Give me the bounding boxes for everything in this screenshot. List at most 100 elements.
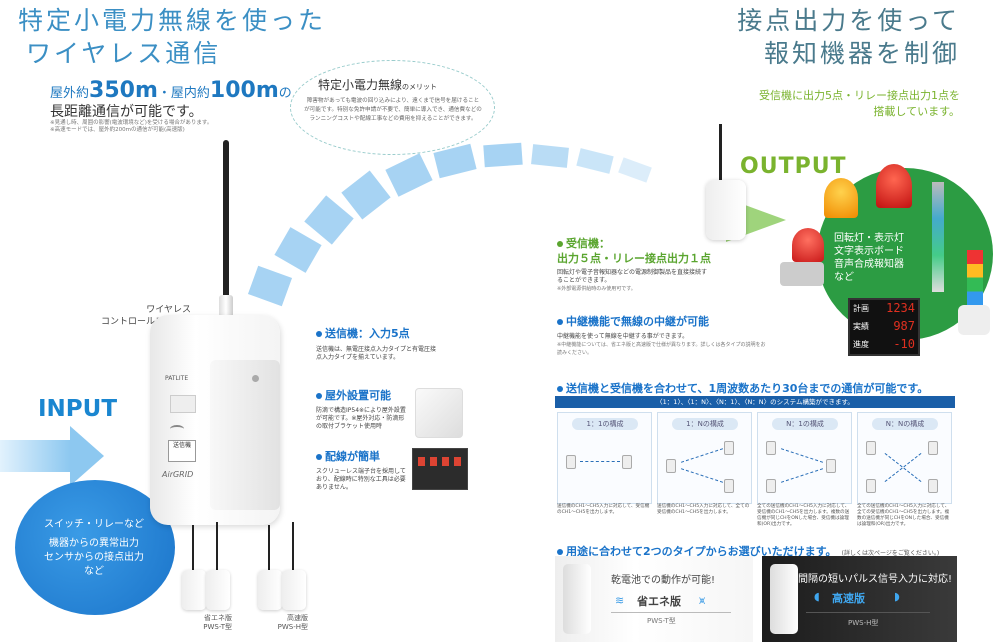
small-antenna xyxy=(292,522,294,570)
small-caption-h: 高速版 PWS-H型 xyxy=(277,614,308,631)
bullet-icon xyxy=(316,454,322,460)
device-screen xyxy=(170,395,196,413)
node-icon xyxy=(928,441,938,455)
system-config-1-1: 1：1の構成 xyxy=(557,412,652,504)
bullet-icon xyxy=(316,331,322,337)
system-caption-3: 全ての送信機のCH1〜CH5入力に対応して、受信機のCH1〜CH5を出力します。… xyxy=(757,504,850,527)
range-subtext: 長距離通信が可能です。 xyxy=(50,104,203,120)
signal-tower-icon xyxy=(932,182,944,292)
bullet-icon xyxy=(557,241,563,247)
red-lamp-icon xyxy=(876,164,912,208)
node-icon xyxy=(724,479,734,493)
beam-segment xyxy=(576,148,614,174)
node-icon xyxy=(766,479,776,493)
small-antenna xyxy=(268,525,270,573)
terminal xyxy=(454,457,461,466)
node-icon xyxy=(666,459,676,473)
relay-feature: 中継機能で無線の中継が可能 中継機能を使って無線を中継する事ができます。 ※中継… xyxy=(557,315,766,356)
receiver-antenna xyxy=(719,124,722,184)
terminal xyxy=(418,457,425,466)
small-device-t1 xyxy=(182,570,206,610)
terminal xyxy=(430,457,437,466)
range-text: 屋外約350m・屋内約100mの xyxy=(50,78,292,103)
link-line xyxy=(680,448,724,463)
bullet-icon xyxy=(557,549,563,555)
choose-heading: 用途に合わせて2つのタイプからお選びいただけます。 (詳しくは次ページをご覧くだ… xyxy=(557,540,977,559)
terminal xyxy=(442,457,449,466)
link-line xyxy=(680,468,724,483)
system-caption-1: 送信機のCH1〜CH5入力に対応して、受信機のCH1〜CH5を出力します。 xyxy=(557,504,650,515)
device-led xyxy=(252,375,259,382)
beam-segment xyxy=(304,195,354,245)
device-label: 送信機 xyxy=(168,440,196,462)
range-notes: ※見通し時、周囲の影響(電波環境など)を受ける場合があります。 ※高速モードでは… xyxy=(50,120,213,133)
feature-outdoor: 屋外設置可能 防滴で構造IP54※により屋外設置が可能です。※屋外対応・防滴形の… xyxy=(316,389,406,430)
input-arrow-head xyxy=(70,426,104,486)
wireless-icon: ≋ xyxy=(615,594,625,607)
link-line xyxy=(780,448,824,463)
divider xyxy=(611,612,731,613)
node-icon xyxy=(866,479,876,493)
wireless-icon: ◗ xyxy=(894,590,900,603)
node-icon xyxy=(766,441,776,455)
device-photo xyxy=(563,564,591,634)
device-brand: PATLITE xyxy=(165,375,189,382)
merit-title: 特定小電力無線のメリット xyxy=(318,78,438,92)
system-bar: 〈1：1〉、〈1：N〉、〈N：1〉、〈N：N〉のシステム構築ができます。 xyxy=(555,396,955,408)
input-arrow xyxy=(0,440,70,472)
divider xyxy=(806,612,930,613)
input-circle xyxy=(15,480,175,615)
receiver-message: 受信機に出力5点・リレー接点出力1点を 搭載しています。 xyxy=(759,89,960,118)
system-config-1-n: 1：Nの構成 xyxy=(657,412,752,504)
system-caption-2: 送信機のCH1〜CH5入力に対応して、全ての受信機のCH1〜CH5を出力します。 xyxy=(657,504,750,515)
speaker-icon xyxy=(780,262,824,286)
small-device-h1 xyxy=(258,570,282,610)
input-label: INPUT xyxy=(38,396,118,422)
beam-segment xyxy=(618,157,652,183)
wireless-icon xyxy=(170,425,184,433)
right-title: 接点出力を使って 報知機器を制御 xyxy=(737,6,960,68)
bullet-icon xyxy=(316,393,322,399)
panel-high-speed: 間隔の短いパルス信号入力に対応! ◖ 高速版 ◗ PWS-H型 xyxy=(762,556,957,642)
output-circle-text: 回転灯・表示灯 文字表示ボード 音声合成報知器 など xyxy=(834,233,904,283)
bullet-icon xyxy=(557,319,563,325)
small-antenna xyxy=(216,522,218,570)
bullet-icon xyxy=(557,386,563,392)
amber-lamp-icon xyxy=(824,178,858,218)
small-antenna xyxy=(192,525,194,573)
wireless-icon: ⩙ xyxy=(699,594,706,607)
receiver-feature: 受信機： 出力５点・リレー接点出力１点 回転灯や電子音報知器などの電源制御製品を… xyxy=(557,237,711,292)
link-line xyxy=(780,468,824,483)
small-device-t2 xyxy=(206,570,230,610)
panel-energy-saving: 乾電池での動作が可能! 省エネ版 ≋ ⩙ PWS-T型 xyxy=(555,556,753,642)
text-display-board: 計画 1234 実績 987 進度 -10 xyxy=(848,298,920,356)
beam-segment xyxy=(531,144,569,168)
node-icon xyxy=(866,441,876,455)
beam-segment xyxy=(341,170,391,220)
node-icon xyxy=(622,455,632,469)
terminal-block-photo xyxy=(412,448,468,490)
sync-heading: 送信機と受信機を合わせて、1周波数あたり30台までの通信が可能です。 xyxy=(557,380,957,396)
output-label: OUTPUT xyxy=(740,154,847,179)
node-icon xyxy=(566,455,576,469)
beam-segment xyxy=(483,142,523,168)
node-icon xyxy=(928,479,938,493)
system-config-n-1: N：1の構成 xyxy=(757,412,852,504)
small-device-h2 xyxy=(282,570,306,610)
node-icon xyxy=(826,459,836,473)
merit-bubble xyxy=(290,60,495,155)
transmitter-device-side xyxy=(210,360,280,510)
small-caption-t: 省エネ版 PWS-T型 xyxy=(203,614,232,631)
node-icon xyxy=(724,441,734,455)
input-circle-text-1: スイッチ・リレーなど xyxy=(44,519,144,530)
input-circle-text-2: 機器からの異常出力 センサからの接点出力 など xyxy=(44,538,144,577)
device-antenna xyxy=(223,140,229,320)
wireless-icon: ◖ xyxy=(814,590,820,603)
beam-segment xyxy=(274,227,322,273)
feature-wiring: 配線が簡単 スクリューレス端子台を採用しており、配線時に特別な工具は必要ありませ… xyxy=(316,450,406,491)
signal-tower-color-icon xyxy=(967,250,983,305)
merit-body: 障害物があっても電波の回り込みにより、遠くまで信号を届けることが可能です。特別な… xyxy=(304,98,482,122)
beam-segment xyxy=(385,153,433,197)
device-logo: AirGRID xyxy=(162,470,194,479)
outdoor-device-photo xyxy=(415,388,463,438)
